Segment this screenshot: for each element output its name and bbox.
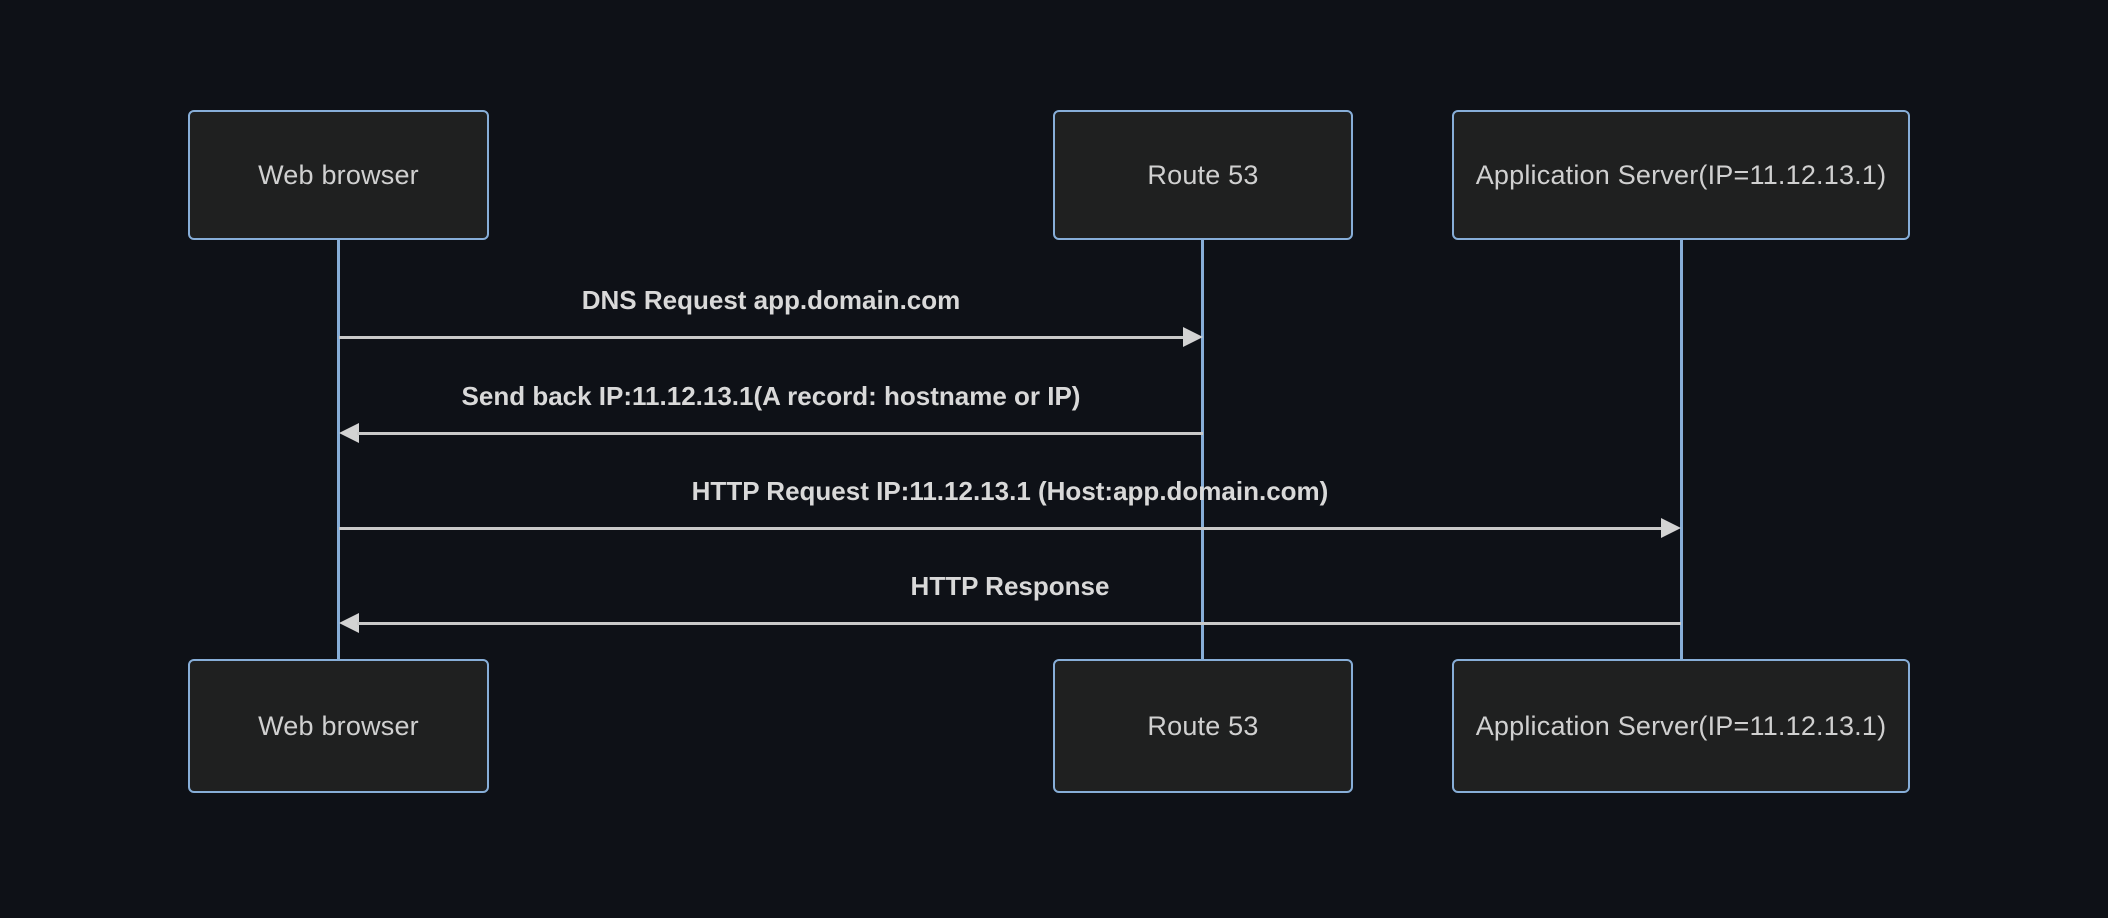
actor-label-web-browser-bottom: Web browser [258, 710, 419, 741]
actor-box-route-53-bottom: Route 53 [1053, 659, 1353, 793]
arrow-line-dns-request [339, 336, 1184, 339]
lifeline-app-server [1680, 240, 1683, 661]
message-label-dns-request: DNS Request app.domain.com [581, 285, 961, 315]
message-label-send-back-ip: Send back IP:11.12.13.1(A record: hostna… [461, 381, 1081, 411]
actor-box-route-53-top: Route 53 [1053, 110, 1353, 240]
arrow-line-http-response [357, 622, 1681, 625]
actor-label-app-server-top: Application Server(IP=11.12.13.1) [1475, 159, 1887, 190]
actor-label-app-server-bottom: Application Server(IP=11.12.13.1) [1475, 710, 1887, 741]
lifeline-route-53 [1201, 240, 1204, 661]
actor-label-route-53-top: Route 53 [1147, 159, 1259, 190]
arrowhead-right-icon [1661, 518, 1681, 538]
arrow-line-http-request [339, 527, 1661, 530]
message-label-http-response: HTTP Response [910, 571, 1110, 601]
actor-label-route-53-bottom: Route 53 [1147, 710, 1259, 741]
actor-box-app-server-top: Application Server(IP=11.12.13.1) [1452, 110, 1910, 240]
message-label-http-request: HTTP Request IP:11.12.13.1 (Host:app.dom… [691, 476, 1329, 506]
actor-box-web-browser-top: Web browser [188, 110, 489, 240]
arrow-line-send-back-ip [357, 432, 1203, 435]
arrowhead-left-icon [339, 423, 359, 443]
arrowhead-left-icon [339, 613, 359, 633]
lifeline-web-browser [337, 240, 340, 661]
actor-label-web-browser-top: Web browser [258, 159, 419, 190]
actor-box-app-server-bottom: Application Server(IP=11.12.13.1) [1452, 659, 1910, 793]
arrowhead-right-icon [1183, 327, 1203, 347]
actor-box-web-browser-bottom: Web browser [188, 659, 489, 793]
